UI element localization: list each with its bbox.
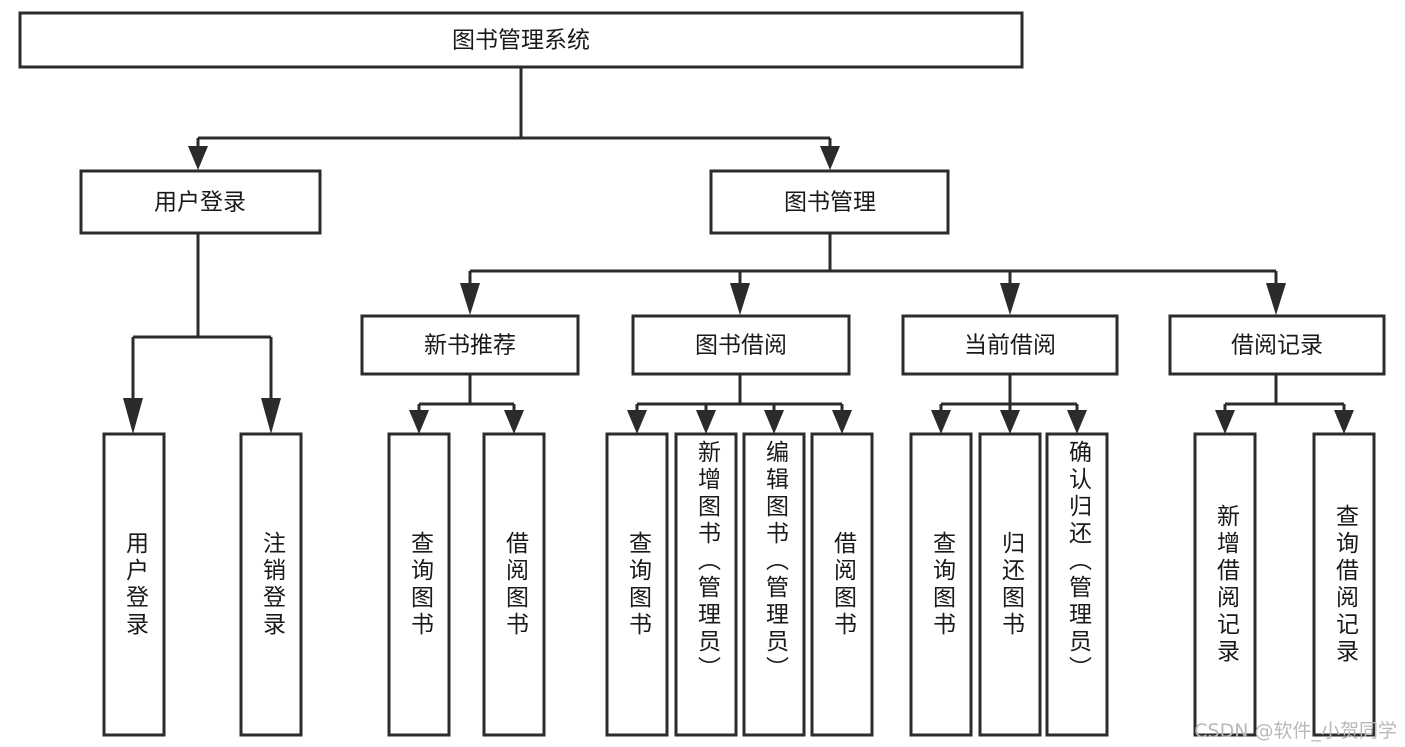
node-borrow-record-label: 借阅记录	[1231, 333, 1323, 359]
connector-bookmgmt-to-level3	[460, 233, 1286, 315]
node-user-login-label: 用户登录	[154, 190, 246, 216]
leaf-box-book-borrow-1[interactable]	[674, 432, 738, 737]
csdn-watermark: CSDN @软件_小贺同学	[1194, 720, 1397, 742]
node-user-login[interactable]: 用户登录	[79, 169, 322, 235]
node-root[interactable]: 图书管理系统	[18, 11, 1024, 69]
node-book-borrow[interactable]: 图书借阅	[631, 314, 851, 376]
node-new-book-recommend[interactable]: 新书推荐	[360, 314, 580, 376]
node-borrow-record[interactable]: 借阅记录	[1168, 314, 1386, 376]
node-current-borrow[interactable]: 当前借阅	[901, 314, 1119, 376]
leaf-box-user-login-1[interactable]	[239, 432, 303, 737]
leaf-box-current-borrow-1[interactable]	[978, 432, 1042, 737]
leaf-box-current-borrow-2[interactable]	[1045, 432, 1109, 737]
leaf-box-current-borrow-0[interactable]	[909, 432, 973, 737]
connector-bookborrow-to-leaves	[627, 374, 852, 434]
leaf-box-new-book-1[interactable]	[482, 432, 546, 737]
connector-currentborrow-to-leaves	[931, 374, 1087, 434]
leaf-box-book-borrow-2[interactable]	[742, 432, 806, 737]
leaf-box-user-login-0[interactable]	[102, 432, 166, 737]
connector-newbook-to-leaves	[409, 374, 524, 434]
leaf-box-book-borrow-0[interactable]	[605, 432, 669, 737]
node-root-label: 图书管理系统	[452, 28, 590, 54]
node-new-book-recommend-label: 新书推荐	[424, 333, 516, 359]
node-book-management-label: 图书管理	[784, 190, 876, 216]
connector-root-to-level2	[188, 67, 840, 170]
node-book-borrow-label: 图书借阅	[695, 333, 787, 359]
leaf-box-new-book-0[interactable]	[387, 432, 451, 737]
connector-borrowrecord-to-leaves	[1215, 374, 1354, 434]
leaf-box-borrow-record-0[interactable]	[1193, 432, 1257, 737]
node-current-borrow-label: 当前借阅	[964, 333, 1056, 359]
node-book-management[interactable]: 图书管理	[709, 169, 950, 235]
leaf-box-borrow-record-1[interactable]	[1312, 432, 1376, 737]
connector-userlogin-to-leaves	[123, 233, 281, 434]
leaf-box-book-borrow-3[interactable]	[810, 432, 874, 737]
